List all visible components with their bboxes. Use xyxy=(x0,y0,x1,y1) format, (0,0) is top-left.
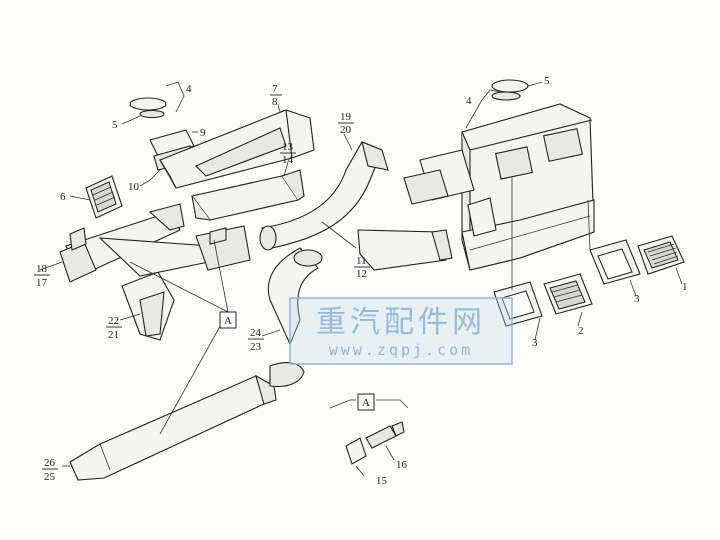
label-15: 15 xyxy=(376,475,388,487)
center-duct-13 xyxy=(191,169,305,221)
label-1: 1 xyxy=(682,281,688,293)
label-3-right: 3 xyxy=(634,293,640,305)
watermark: 重汽配件网 www.zqpj.com xyxy=(289,297,513,365)
label-23: 23 xyxy=(250,341,262,353)
label-4-left: 4 xyxy=(186,83,192,95)
lower-long-duct-26 xyxy=(69,362,305,481)
label-13: 13 xyxy=(282,141,294,153)
detail-a-bracket xyxy=(329,399,409,465)
label-18: 18 xyxy=(36,263,48,275)
label-25: 25 xyxy=(44,471,56,483)
vent-bezel-3-right xyxy=(589,239,641,285)
label-11: 11 xyxy=(356,255,367,267)
label-6: 6 xyxy=(60,191,66,203)
label-2: 2 xyxy=(578,325,584,337)
label-3-left: 3 xyxy=(532,337,538,349)
upper-duct-7 xyxy=(159,109,315,189)
label-5-left: 5 xyxy=(112,119,118,131)
curved-hose-19 xyxy=(259,141,389,251)
vent-grille-1 xyxy=(637,235,685,275)
middle-duct-11 xyxy=(357,229,453,271)
label-21: 21 xyxy=(108,329,119,341)
label-19: 19 xyxy=(340,111,352,123)
label-17: 17 xyxy=(36,277,48,289)
curved-hose-24 xyxy=(267,247,323,346)
dashboard-panel xyxy=(461,103,595,271)
vent-bezel-3-left xyxy=(493,281,543,327)
detail-title-a: A xyxy=(362,397,370,409)
part-number-labels: 1 2 3 3 4 4 5 5 6 7 8 9 10 11 12 13 14 1… xyxy=(34,75,688,487)
label-4-right: 4 xyxy=(466,95,472,107)
side-vent-grille-6 xyxy=(85,175,123,219)
detail-callout-a: A xyxy=(224,315,232,327)
defrost-nozzle-5-left xyxy=(129,97,167,119)
watermark-url: www.zqpj.com xyxy=(329,341,473,359)
label-12: 12 xyxy=(356,268,367,280)
label-7: 7 xyxy=(272,83,278,95)
watermark-title: 重汽配件网 xyxy=(316,305,486,340)
label-8: 8 xyxy=(272,96,278,108)
label-26: 26 xyxy=(44,457,56,469)
label-5-right: 5 xyxy=(544,75,550,87)
detail-title-a-box xyxy=(357,393,375,411)
dash-duct-connectors xyxy=(403,149,497,237)
label-14: 14 xyxy=(282,154,294,166)
detail-callout-a-box xyxy=(219,311,237,329)
lower-duct-22 xyxy=(121,271,175,341)
label-16: 16 xyxy=(396,459,408,471)
defrost-nozzle-5-right xyxy=(491,79,529,101)
label-20: 20 xyxy=(340,124,352,136)
label-22: 22 xyxy=(108,315,119,327)
label-10: 10 xyxy=(128,181,140,193)
label-9: 9 xyxy=(200,127,206,139)
label-24: 24 xyxy=(250,327,262,339)
vent-grille-2 xyxy=(543,273,593,315)
